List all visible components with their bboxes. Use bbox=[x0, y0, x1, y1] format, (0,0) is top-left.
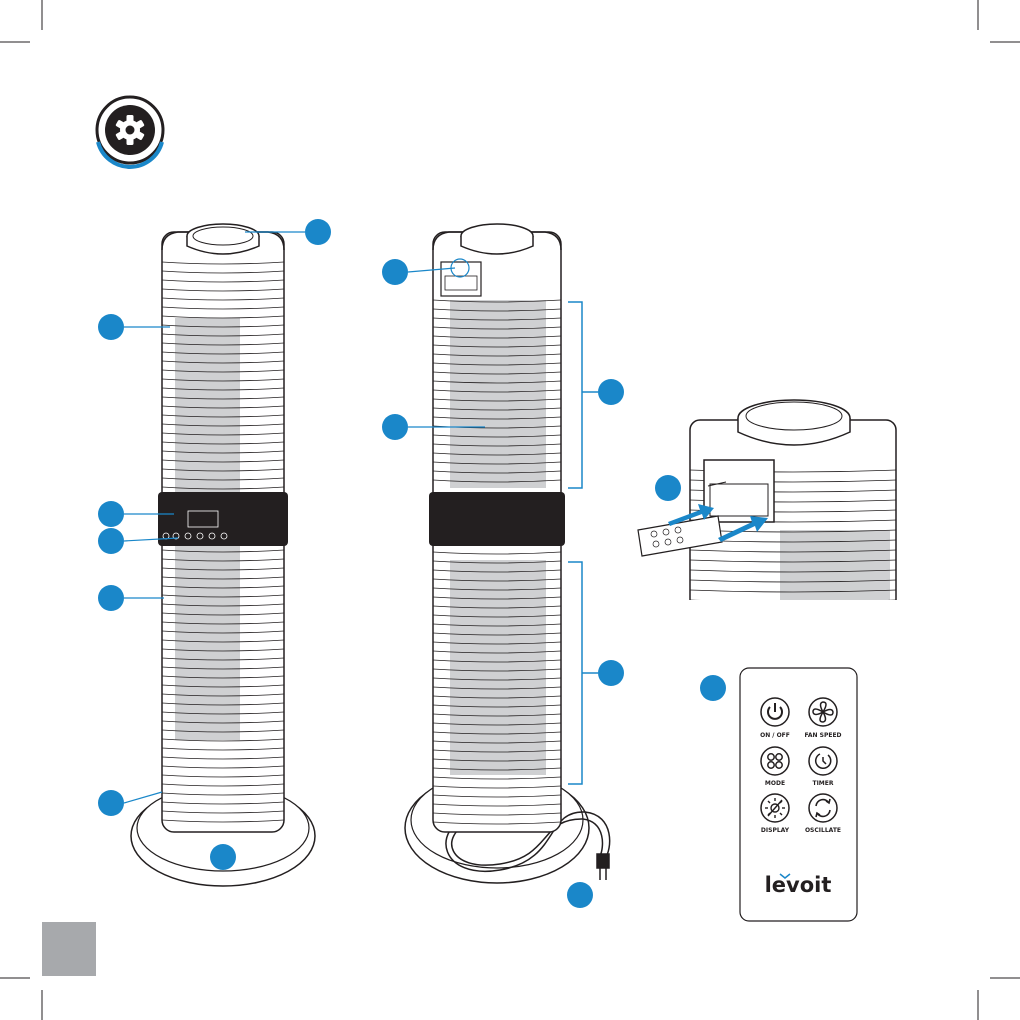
callout-marker bbox=[305, 219, 331, 245]
callout-marker bbox=[98, 314, 124, 340]
fan-body bbox=[429, 224, 565, 832]
gear-icon bbox=[97, 97, 163, 167]
callout-marker bbox=[598, 379, 624, 405]
timer-button-label: TIMER bbox=[812, 780, 833, 787]
remote-control: ON / OFF FAN SPEED MODE TIMER bbox=[740, 668, 857, 921]
mode-button-label: MODE bbox=[765, 780, 785, 787]
display-icon bbox=[765, 798, 785, 818]
oscillate-button bbox=[809, 794, 837, 822]
mode-button bbox=[761, 747, 789, 775]
callout-marker bbox=[98, 585, 124, 611]
callout-marker bbox=[598, 660, 624, 686]
callout-marker bbox=[700, 675, 726, 701]
fan-speed-button-label: FAN SPEED bbox=[804, 732, 841, 739]
fan-body bbox=[158, 224, 288, 832]
power-button-label: ON / OFF bbox=[760, 732, 790, 739]
bracket-upper bbox=[568, 302, 598, 488]
timer-button bbox=[809, 747, 837, 775]
grille-rib bbox=[690, 600, 896, 602]
callout-marker bbox=[382, 414, 408, 440]
page-tab bbox=[42, 922, 96, 976]
fan-speed-button bbox=[809, 698, 837, 726]
callout-marker bbox=[98, 501, 124, 527]
brand-logo: levoit bbox=[765, 873, 832, 897]
callout-marker bbox=[655, 475, 681, 501]
display-button bbox=[761, 794, 789, 822]
oscillate-button-label: OSCILLATE bbox=[805, 827, 841, 834]
callout-marker bbox=[210, 844, 236, 870]
fan-front-view bbox=[131, 224, 315, 886]
callout-marker bbox=[382, 259, 408, 285]
remote-storage-detail bbox=[638, 400, 896, 620]
power-button bbox=[761, 698, 789, 726]
callout-marker bbox=[567, 882, 593, 908]
display-button-label: DISPLAY bbox=[761, 827, 790, 834]
bracket-lower bbox=[568, 562, 598, 784]
callout-marker bbox=[98, 528, 124, 554]
callout-marker bbox=[98, 790, 124, 816]
